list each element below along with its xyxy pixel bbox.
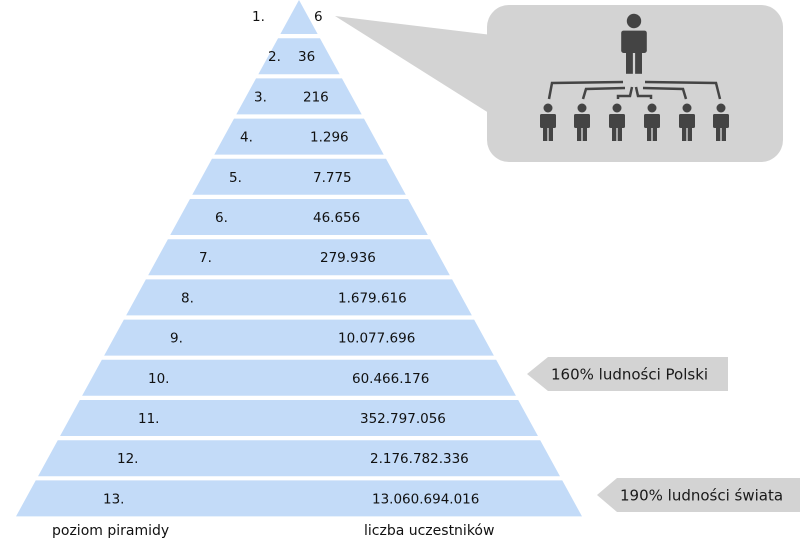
participant-count: 2.176.782.336 <box>370 451 469 467</box>
pyramid-band <box>192 158 406 195</box>
level-number: 2. <box>268 49 281 65</box>
annotation-arrow: 190% ludności świata <box>597 478 800 512</box>
pyramid-level: 2.36 <box>258 38 340 75</box>
pyramid-band <box>16 480 582 517</box>
person-icon <box>679 103 695 141</box>
level-number: 6. <box>215 210 228 226</box>
pyramid-level: 3. 216 <box>236 78 362 115</box>
level-number: 13. <box>103 491 124 507</box>
person-icon <box>713 103 729 141</box>
pyramid-level: 8. 1.679.616 <box>126 279 472 316</box>
participant-count: 1.296 <box>310 130 349 146</box>
pyramid-band <box>104 319 494 356</box>
pyramid-band <box>214 118 384 155</box>
pyramid-band <box>148 239 450 276</box>
level-number: 9. <box>170 331 183 347</box>
pyramid-band <box>60 400 538 436</box>
person-icon <box>574 103 590 141</box>
pyramid-band <box>38 440 560 477</box>
annotation-arrow: 160% ludności Polski <box>527 357 728 391</box>
pyramid-level: 10. 60.466.176 <box>82 359 516 396</box>
participant-count: 279.936 <box>320 250 376 266</box>
pyramid-level: 1.6 <box>252 0 323 34</box>
pyramid-level: 9. 10.077.696 <box>104 319 494 356</box>
level-number: 10. <box>148 371 169 387</box>
participant-count: 6 <box>314 9 323 25</box>
pyramid-band <box>236 78 362 115</box>
participant-count: 36 <box>298 49 315 65</box>
arrow-shape <box>527 357 728 391</box>
annotation-text: 190% ludności świata <box>620 487 783 505</box>
annotation-text: 160% ludności Polski <box>551 366 708 384</box>
level-number: 7. <box>199 250 212 266</box>
axis-label-participants: liczba uczestników <box>364 523 494 539</box>
participant-count: 1.679.616 <box>338 290 407 306</box>
level-number: 8. <box>181 290 194 306</box>
arrow-shape <box>597 478 800 512</box>
pyramid-band <box>280 0 318 34</box>
pyramid-level: 12. 2.176.782.336 <box>38 440 560 477</box>
pyramid-level: 11. 352.797.056 <box>60 400 538 436</box>
participant-count: 10.077.696 <box>338 331 415 347</box>
pyramid-band <box>258 38 340 75</box>
pyramid-level: 7. 279.936 <box>148 239 450 276</box>
pyramid-band <box>126 279 472 316</box>
pyramid-level: 4. 1.296 <box>214 118 384 155</box>
callout-box <box>487 5 783 162</box>
axis-label-level: poziom piramidy <box>52 523 169 539</box>
participant-count: 46.656 <box>313 210 360 226</box>
level-number: 4. <box>240 130 253 146</box>
pyramid-level: 6. 46.656 <box>170 199 428 235</box>
pyramid-level: 5. 7.775 <box>192 158 406 195</box>
level-number: 1. <box>252 9 265 25</box>
level-number: 12. <box>117 451 138 467</box>
pyramid-band <box>170 199 428 235</box>
participant-count: 216 <box>303 89 329 105</box>
level-number: 3. <box>254 89 267 105</box>
pyramid-band <box>82 359 516 396</box>
hierarchy-people-icon <box>540 13 729 141</box>
person-icon <box>621 13 647 74</box>
hierarchy-callout <box>335 5 783 162</box>
level-number: 11. <box>138 411 159 427</box>
person-icon <box>540 103 556 141</box>
connector-lines <box>547 80 722 100</box>
pyramid-level: 13. 13.060.694.016 <box>16 480 582 517</box>
participant-count: 352.797.056 <box>360 411 446 427</box>
person-icon <box>609 103 625 141</box>
level-number: 5. <box>229 170 242 186</box>
participant-count: 7.775 <box>313 170 352 186</box>
participant-count: 60.466.176 <box>352 371 429 387</box>
participant-count: 13.060.694.016 <box>372 491 479 507</box>
callout-pointer <box>335 16 492 115</box>
person-icon <box>644 103 660 141</box>
